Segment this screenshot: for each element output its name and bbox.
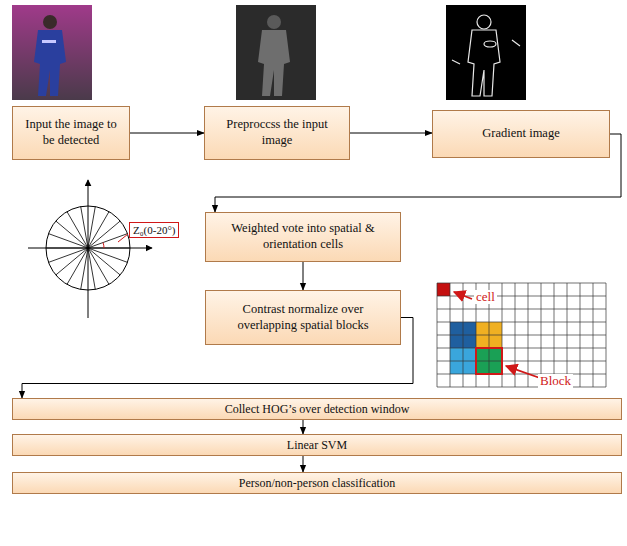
process-box: Preproccss the input image [204, 106, 350, 160]
process-box: Contrast normalize over overlapping spat… [205, 290, 401, 345]
flow-arrow [303, 456, 304, 472]
cell-grid [437, 283, 606, 387]
flow-arrow [303, 420, 304, 434]
box-text: Gradient image [482, 126, 559, 142]
box-text: Linear SVM [287, 438, 347, 453]
flow-arrow [303, 262, 304, 290]
flow-arrow [350, 133, 432, 134]
box-text: Weighted vote into spatial & orientation… [212, 221, 394, 252]
angle-label: Z₀(0-20°) [129, 222, 179, 238]
callout-label: Block [538, 374, 573, 388]
orientation-bins [28, 180, 152, 318]
box-text: Person/non-person classification [239, 476, 395, 491]
process-box: Gradient image [432, 110, 610, 158]
box-text: Preproccss the input image [211, 117, 343, 148]
box-text: Contrast normalize over overlapping spat… [212, 302, 394, 333]
gradient-photo [446, 5, 526, 100]
process-box: Weighted vote into spatial & orientation… [205, 212, 401, 262]
flow-arrow [130, 133, 204, 134]
box-text: Collect HOG’s over detection window [225, 402, 410, 417]
callout-label: cell [474, 290, 497, 304]
grayscale-photo [236, 5, 316, 100]
input-photo [12, 5, 92, 100]
process-bar: Collect HOG’s over detection window [12, 398, 622, 420]
process-box: Input the image to be detected [12, 106, 130, 160]
process-bar: Person/non-person classification [12, 472, 622, 494]
process-bar: Linear SVM [12, 434, 622, 456]
box-text: Input the image to be detected [19, 117, 123, 148]
